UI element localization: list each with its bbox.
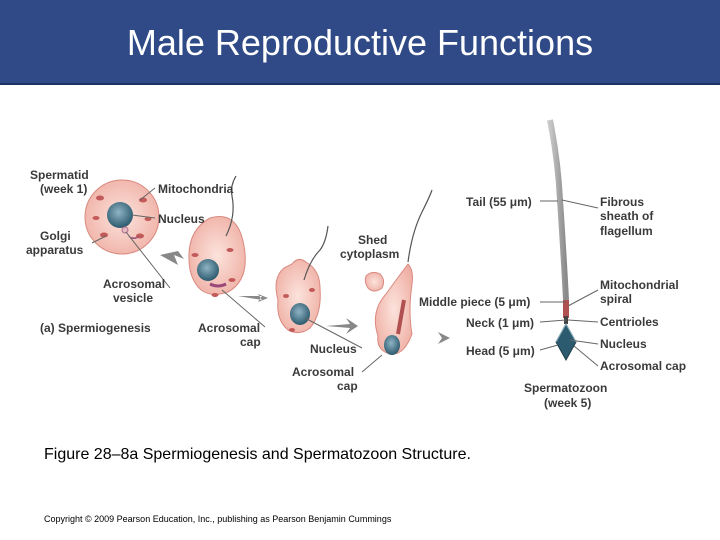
label-middle-piece: Middle piece (5 μm) xyxy=(419,295,530,309)
title-bar xyxy=(0,0,720,85)
elongating-spermatid xyxy=(374,189,433,355)
label-nucleus-1: Nucleus xyxy=(158,212,205,226)
label-head: Head (5 μm) xyxy=(466,344,535,358)
label-fibrous-3: flagellum xyxy=(600,224,653,238)
spermatozoon xyxy=(547,119,577,362)
label-golgi-apparatus: apparatus xyxy=(26,243,84,257)
label-acrosomal-cap-2: Acrosomal xyxy=(292,365,354,379)
label-fibrous-2: sheath of xyxy=(600,209,654,223)
figure-caption: Figure 28–8a Spermiogenesis and Spermato… xyxy=(44,446,471,463)
label-acrosomal-vesicle: Acrosomal xyxy=(103,277,165,291)
label-shed-cytoplasm: cytoplasm xyxy=(340,247,399,261)
label-acrosomal-cap-3: Acrosomal cap xyxy=(600,359,686,373)
label-mito-spiral-2: spiral xyxy=(600,292,632,306)
label-spermatid: Spermatid xyxy=(30,168,89,182)
developing-cell-3 xyxy=(275,225,329,334)
label-golgi: Golgi xyxy=(40,229,71,243)
progression-arrows xyxy=(160,251,450,344)
label-acrosomal-cap-2b: cap xyxy=(337,379,358,393)
label-shed: Shed xyxy=(358,233,387,247)
label-acrosomal-cap-1: Acrosomal xyxy=(198,321,260,335)
leader-lines xyxy=(91,187,599,373)
label-tail: Tail (55 μm) xyxy=(466,195,532,209)
developing-cell-2 xyxy=(188,175,246,297)
spermiogenesis-diagram: Spermatid (week 1) Mitochondria Nucleus … xyxy=(26,119,686,410)
label-spermatozoon-week: (week 5) xyxy=(544,396,591,410)
label-mito-spiral: Mitochondrial xyxy=(600,278,679,292)
label-acrosomal-vesicle-2: vesicle xyxy=(113,291,153,305)
label-neck: Neck (1 μm) xyxy=(466,316,534,330)
label-fibrous: Fibrous xyxy=(600,195,644,209)
label-nucleus-3: Nucleus xyxy=(600,337,647,351)
label-part-a: (a) Spermiogenesis xyxy=(40,321,151,335)
label-centrioles: Centrioles xyxy=(600,315,659,329)
label-mitochondria: Mitochondria xyxy=(158,182,234,196)
spermatid-cell xyxy=(84,179,160,255)
slide-title: Male Reproductive Functions xyxy=(126,22,594,63)
label-spermatozoon: Spermatozoon xyxy=(524,381,607,395)
label-acrosomal-cap-1b: cap xyxy=(240,335,261,349)
label-spermatid-week: (week 1) xyxy=(40,182,87,196)
shed-cytoplasm-blob xyxy=(364,271,385,292)
label-nucleus-2: Nucleus xyxy=(310,342,357,356)
copyright-notice: Copyright © 2009 Pearson Education, Inc.… xyxy=(44,514,392,524)
